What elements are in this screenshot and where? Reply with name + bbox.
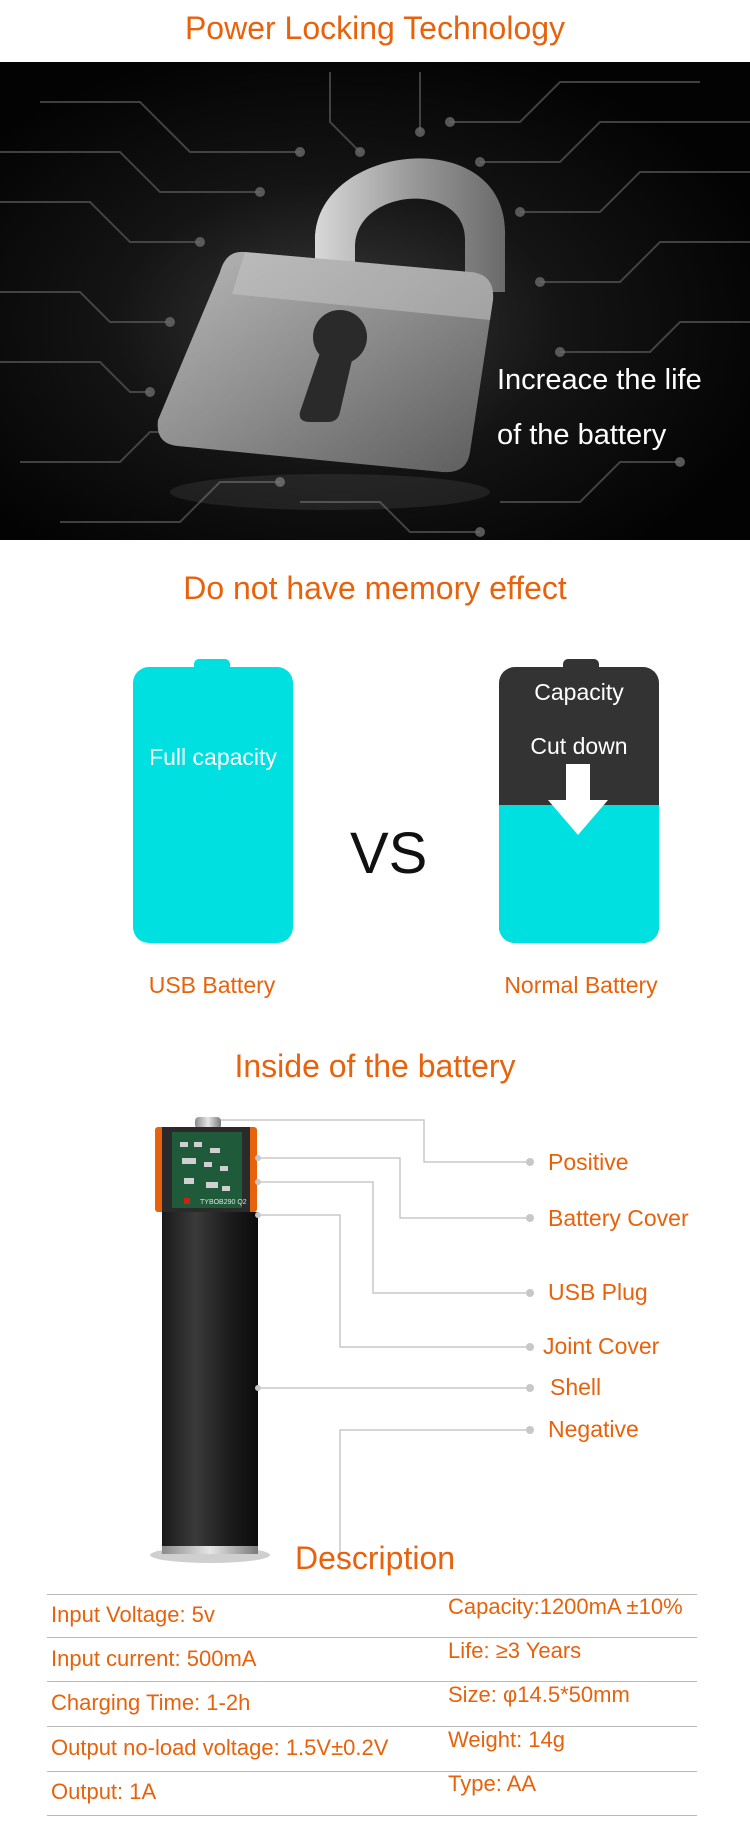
spec-left-item: Output no-load voltage: 1.5V±0.2V xyxy=(51,1735,389,1760)
inside-battery-title: Inside of the battery xyxy=(234,1048,516,1084)
battery-shell xyxy=(162,1212,258,1552)
spec-right-item: Size: φ14.5*50mm xyxy=(448,1682,630,1707)
spec-rule xyxy=(47,1726,697,1727)
spec-left-item: Input current: 500mA xyxy=(51,1646,257,1671)
hero-tagline-line1: Increace the life xyxy=(497,364,702,396)
spec-left-item: Charging Time: 1-2h xyxy=(51,1690,251,1715)
memory-effect-title: Do not have memory effect xyxy=(183,570,567,606)
part-label-joint-cover: Joint Cover xyxy=(543,1333,660,1359)
part-label-battery-cover: Battery Cover xyxy=(548,1205,689,1231)
spec-rule xyxy=(47,1637,697,1638)
usb-battery-capacity-label: Full capacity xyxy=(149,744,277,770)
normal-battery-label-line2: Cut down xyxy=(530,733,628,759)
spec-left-item: Input Voltage: 5v xyxy=(51,1602,215,1627)
spec-rule xyxy=(47,1815,697,1816)
spec-right-item: Type: AA xyxy=(448,1771,537,1796)
battery-cutaway-diagram: TYBOB290 Q2 xyxy=(150,1117,534,1565)
power-locking-title: Power Locking Technology xyxy=(184,10,566,46)
hero-tagline-line2: of the battery xyxy=(497,419,667,451)
part-label-usb-plug: USB Plug xyxy=(548,1279,648,1305)
spec-right-item: Capacity:1200mA ±10% xyxy=(448,1594,683,1619)
vs-label: VS xyxy=(350,821,428,886)
spec-rule xyxy=(47,1771,697,1772)
padlock-icon xyxy=(157,158,506,510)
circuit-background xyxy=(0,62,750,540)
normal-battery-label-line1: Capacity xyxy=(534,679,624,705)
normal-battery-name: Normal Battery xyxy=(504,972,658,998)
arrow-down-icon xyxy=(548,764,608,835)
usb-battery-graphic: Full capacity xyxy=(133,667,293,943)
part-label-negative: Negative xyxy=(548,1416,639,1442)
description-title: Description xyxy=(294,1540,456,1576)
usb-battery-name: USB Battery xyxy=(148,972,276,998)
part-label-positive: Positive xyxy=(548,1149,629,1175)
normal-battery-graphic: Capacity Cut down xyxy=(499,667,659,943)
spec-rule xyxy=(47,1594,697,1595)
hero-banner: Increace the life of the battery xyxy=(0,62,750,540)
spec-right-item: Life: ≥3 Years xyxy=(448,1638,582,1663)
spec-rule xyxy=(47,1681,697,1682)
circuit-traces xyxy=(0,72,750,533)
spec-left-item: Output: 1A xyxy=(51,1779,157,1804)
part-label-shell: Shell xyxy=(550,1374,602,1400)
pcb-marking: TYBOB290 Q2 xyxy=(200,1199,247,1206)
leader-lines xyxy=(221,1119,530,1565)
spec-right-item: Weight: 14g xyxy=(448,1727,566,1752)
positive-terminal xyxy=(195,1117,221,1129)
